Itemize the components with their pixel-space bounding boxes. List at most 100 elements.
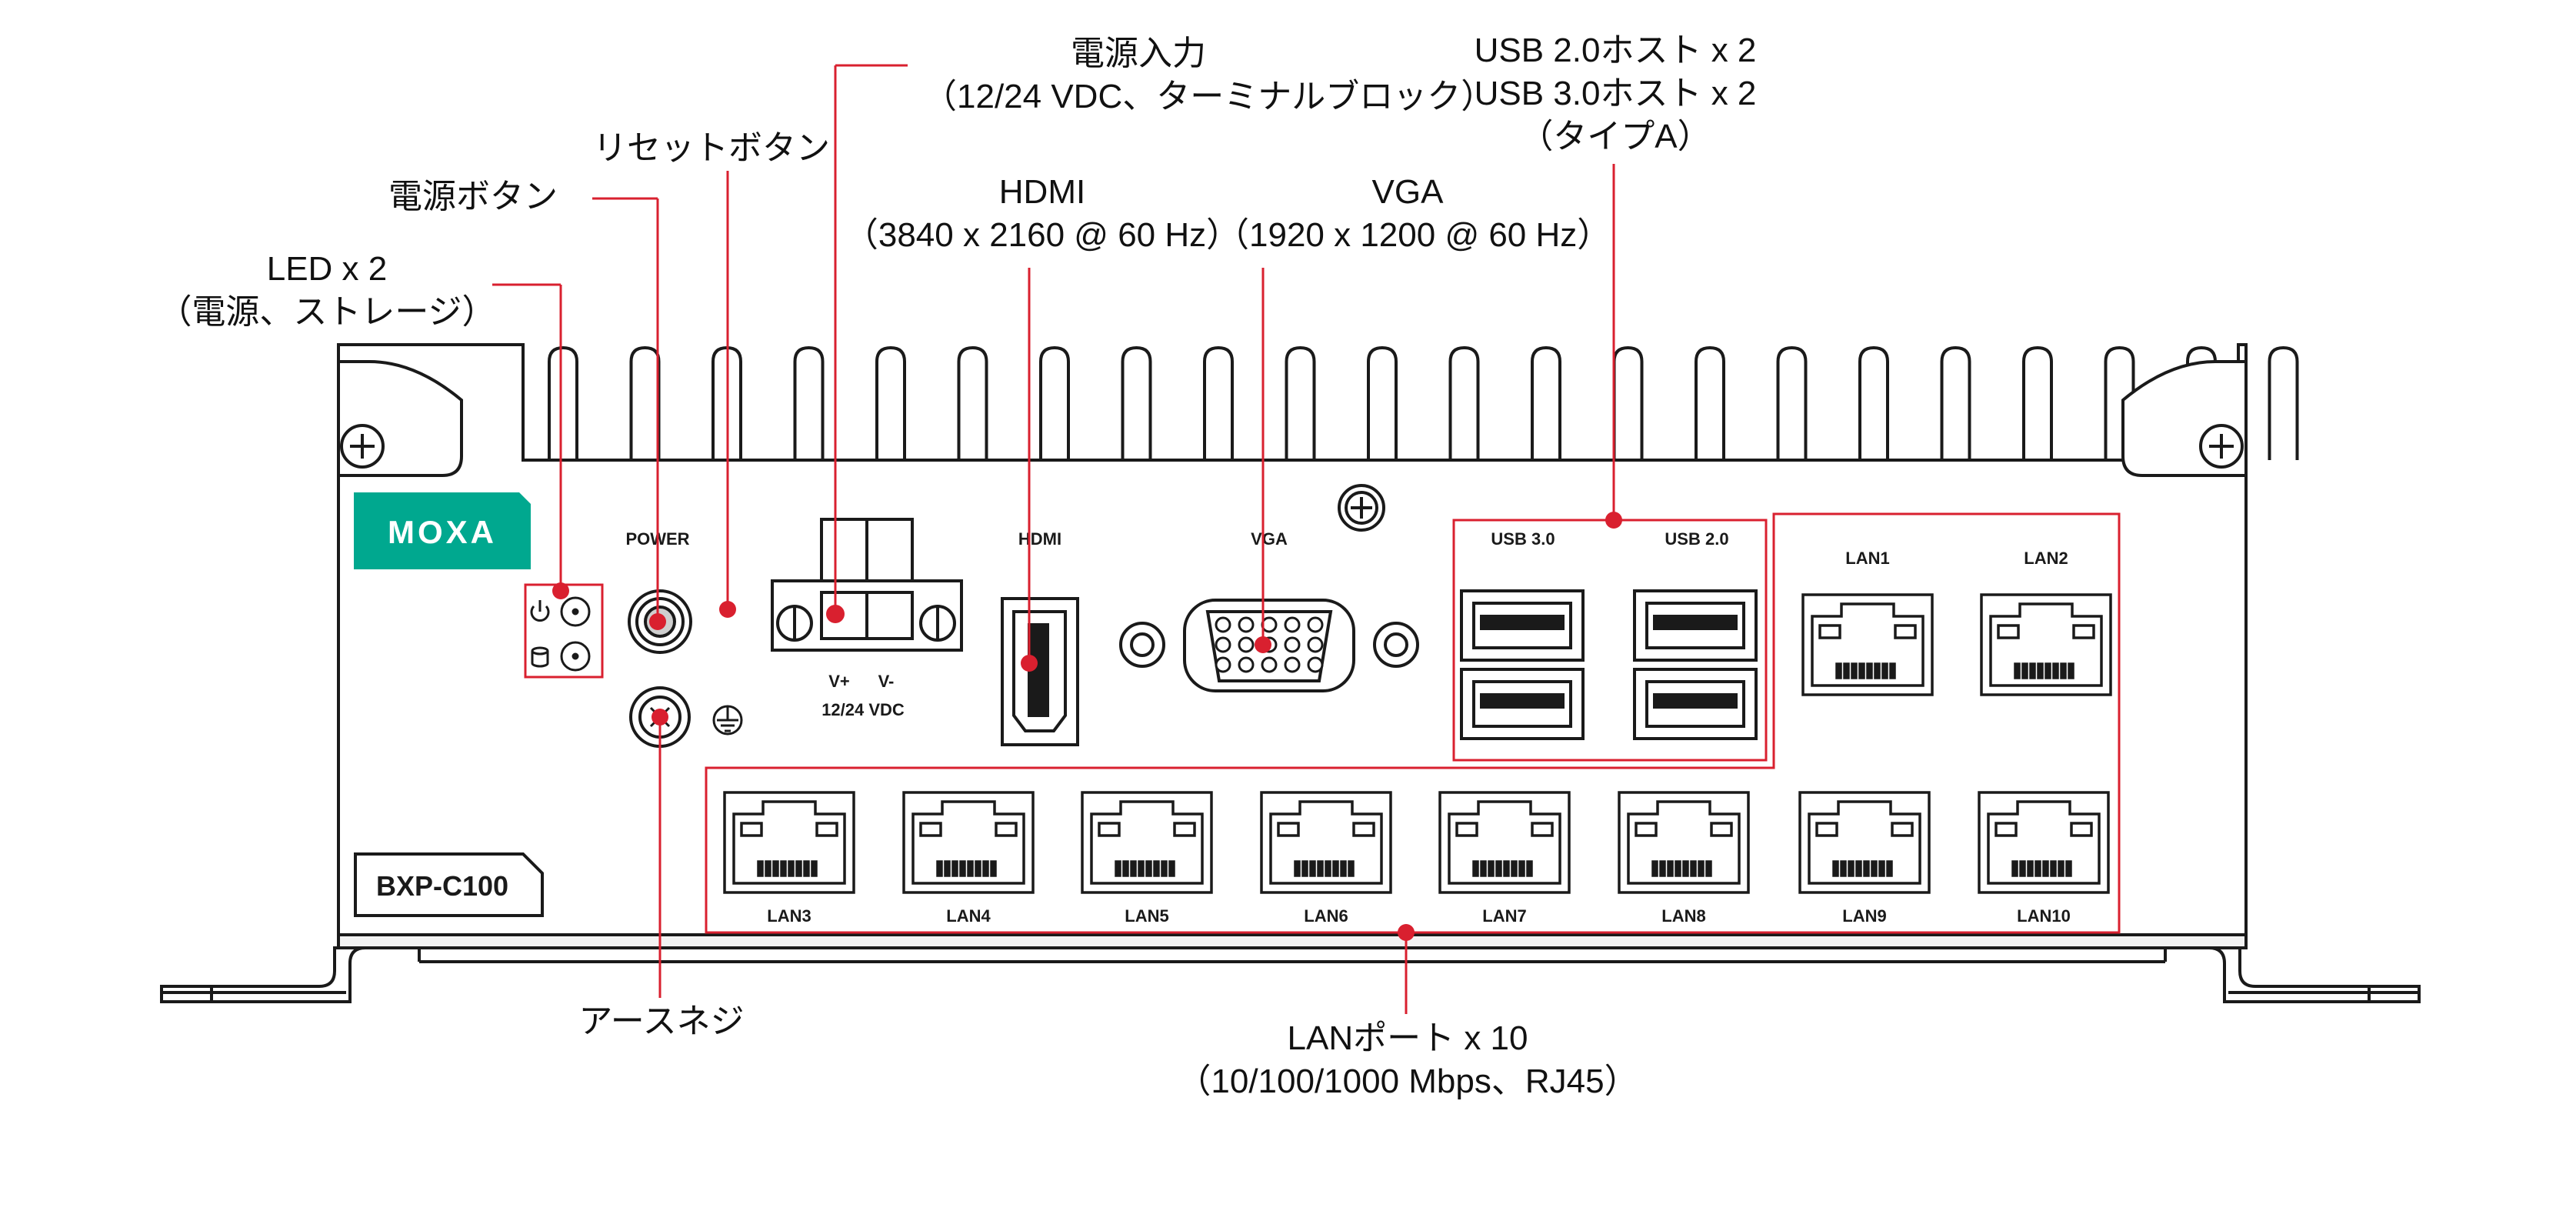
callout-vga-title: VGA [1371,173,1444,211]
lan-pin [1168,860,1175,877]
lan-pin [1651,860,1658,877]
heatsink-fin [1695,345,1725,460]
model-text: BXP-C100 [376,870,508,902]
heatsink-fin [548,345,578,460]
vga-pin [1238,636,1255,653]
lan-port[interactable] [1978,791,2110,894]
lan-pin [1851,662,1858,679]
vga-pin [1261,616,1278,633]
lan-highlight-box [705,512,2121,934]
lan-pin [936,860,943,877]
lan-pin [765,860,771,877]
lan-pin [1340,860,1347,877]
lan-pin [795,860,802,877]
lan-pin [1488,860,1495,877]
vplus-label: V+ [828,672,850,691]
callout-led: LED x 2 （電源、ストレージ） [158,248,496,334]
lan-pin [982,860,989,877]
lan-led-right [2070,822,2093,837]
lan-port[interactable] [1081,791,1213,894]
vga-pin [1261,656,1278,673]
lan-pin [990,860,997,877]
lan-port[interactable] [723,791,855,894]
lan-pin [1301,860,1308,877]
lan-label: LAN10 [2017,906,2071,926]
lan-port[interactable] [1260,791,1392,894]
usb30-label: USB 3.0 [1491,529,1555,549]
lan-port[interactable] [1980,593,2112,696]
terminal-block [771,518,963,652]
lan-pin [959,860,966,877]
lan-port[interactable] [1618,791,1750,894]
lan-pin [1855,860,1862,877]
lan-pin [2058,860,2064,877]
lan-pin [2014,662,2021,679]
leader-lines [492,64,1615,1014]
lan-pin [1889,662,1896,679]
heatsink-fin [629,345,661,460]
usb-port-tongue [1480,615,1565,630]
lan-port[interactable] [1801,593,1934,696]
lan-led-left [1635,822,1658,837]
lan-pin [1130,860,1137,877]
lan-pin [1881,662,1888,679]
heatsink-fin [1612,345,1644,460]
lan-pin [1878,860,1885,877]
lan-led-right [1531,822,1554,837]
usb-port[interactable] [1460,589,1585,662]
lan-pin [2034,860,2041,877]
vga-pin [1307,616,1324,633]
lan-pin [1866,662,1873,679]
lan-pin [1348,860,1355,877]
vga-pin [1307,656,1324,673]
lan-pin [1153,860,1160,877]
lan-led-left [919,822,942,837]
usb-port[interactable] [1460,668,1585,740]
lan-pin [757,860,764,877]
callout-lan-detail: （10/100/1000 Mbps、RJ45） [1177,1063,1638,1100]
lan-pin [2042,860,2049,877]
vga-pin [1215,636,1231,653]
vdc-label: 12/24 VDC [821,700,905,719]
lan-pin [1886,860,1893,877]
vga-pin [1238,656,1255,673]
vga-pin [1215,656,1231,673]
callout-hdmi-title: HDMI [998,173,1086,211]
lan-led-right [1891,822,1914,837]
lan-label: LAN6 [1304,906,1348,926]
callout-vga: VGA （1920 x 1200 @ 60 Hz） [1215,171,1611,257]
heatsink-fins [523,345,2299,462]
heatsink-fin [1367,345,1398,460]
lan-pin [1472,860,1479,877]
callout-ground: アースネジ [531,1000,792,1043]
lan-pin [811,860,818,877]
lan-led-left [740,822,763,837]
usb-port[interactable] [1633,668,1758,740]
lan-port[interactable] [1438,791,1571,894]
lan-pin [944,860,951,877]
hdmi-label: HDMI [1018,529,1061,549]
screw-right-icon [2199,424,2244,469]
lan-label: LAN7 [1482,906,1526,926]
lan-pin [1495,860,1502,877]
heatsink-fin [793,345,825,460]
usb20-label: USB 2.0 [1665,529,1728,549]
lan-pin [1332,860,1339,877]
lan-pin [2060,662,2067,679]
lan-led-right [1894,624,1917,639]
vga-pin [1284,636,1301,653]
lan-led-left [1997,624,2020,639]
usb-port[interactable] [1633,589,1758,662]
lan-port[interactable] [902,791,1035,894]
logo-text: MOXA [388,514,497,550]
usb-port-tongue [1480,693,1565,709]
heatsink-fin [1531,345,1561,460]
lan-pin [951,860,958,877]
hdmi-port[interactable] [1001,597,1079,746]
lan-pin [1138,860,1145,877]
lan-led-left [1098,822,1121,837]
lan-port[interactable] [1798,791,1931,894]
lan-pin [2065,860,2072,877]
